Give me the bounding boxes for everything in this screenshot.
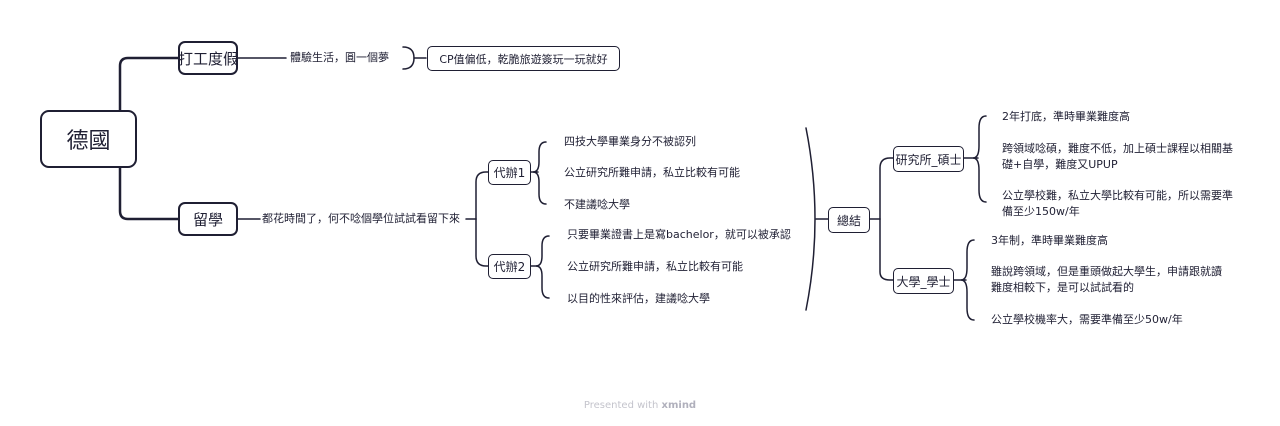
masters-item: 2年打底，準時畢業難度高 <box>1002 110 1130 123</box>
agent-2-item: 只要畢業證書上是寫bachelor，就可以被承認 <box>567 228 791 241</box>
working-holiday-summary[interactable]: CP值偏低，乾脆旅遊簽玩一玩就好 <box>427 46 620 71</box>
root-node[interactable]: 德國 <box>40 110 137 168</box>
agent-1-node[interactable]: 代辦1 <box>488 160 531 185</box>
footer-prefix: Presented with <box>583 400 659 411</box>
agent-1-item: 四技大學畢業身分不被認列 <box>564 135 696 148</box>
agent-2-node[interactable]: 代辦2 <box>488 254 531 279</box>
xmind-logo: xmind <box>661 400 697 411</box>
agent-1-item: 不建議唸大學 <box>564 198 630 211</box>
agent-2-item: 以目的性來評估，建議唸大學 <box>567 292 710 305</box>
summary-node[interactable]: 總結 <box>828 207 870 233</box>
bachelor-node[interactable]: 大學_學士 <box>893 268 954 294</box>
bachelor-item: 雖說跨領域，但是重頭做起大學生，申請跟就讀難度相較下，是可以試試看的 <box>991 265 1222 294</box>
masters-item: 公立學校難，私立大學比較有可能，所以需要準備至少150w/年 <box>1002 189 1233 218</box>
presented-with-footer: Presented with xmind <box>0 400 1280 411</box>
topic-study-abroad[interactable]: 留學 <box>178 202 238 236</box>
agent-1-item: 公立研究所難申請，私立比較有可能 <box>564 166 740 179</box>
agent-2-item: 公立研究所難申請，私立比較有可能 <box>567 260 743 273</box>
study-abroad-note: 都花時間了，何不唸個學位試試看留下來 <box>262 212 460 225</box>
topic-working-holiday[interactable]: 打工度假 <box>178 41 238 75</box>
masters-item: 跨領域唸碩，難度不低，加上碩士課程以相關基礎+自學，難度又UPUP <box>1002 142 1233 171</box>
bachelor-item: 公立學校機率大，需要準備至少50w/年 <box>991 313 1183 326</box>
bachelor-item: 3年制，準時畢業難度高 <box>991 234 1108 247</box>
working-holiday-note: 體驗生活，圓一個夢 <box>290 51 389 64</box>
masters-node[interactable]: 研究所_碩士 <box>893 146 964 172</box>
